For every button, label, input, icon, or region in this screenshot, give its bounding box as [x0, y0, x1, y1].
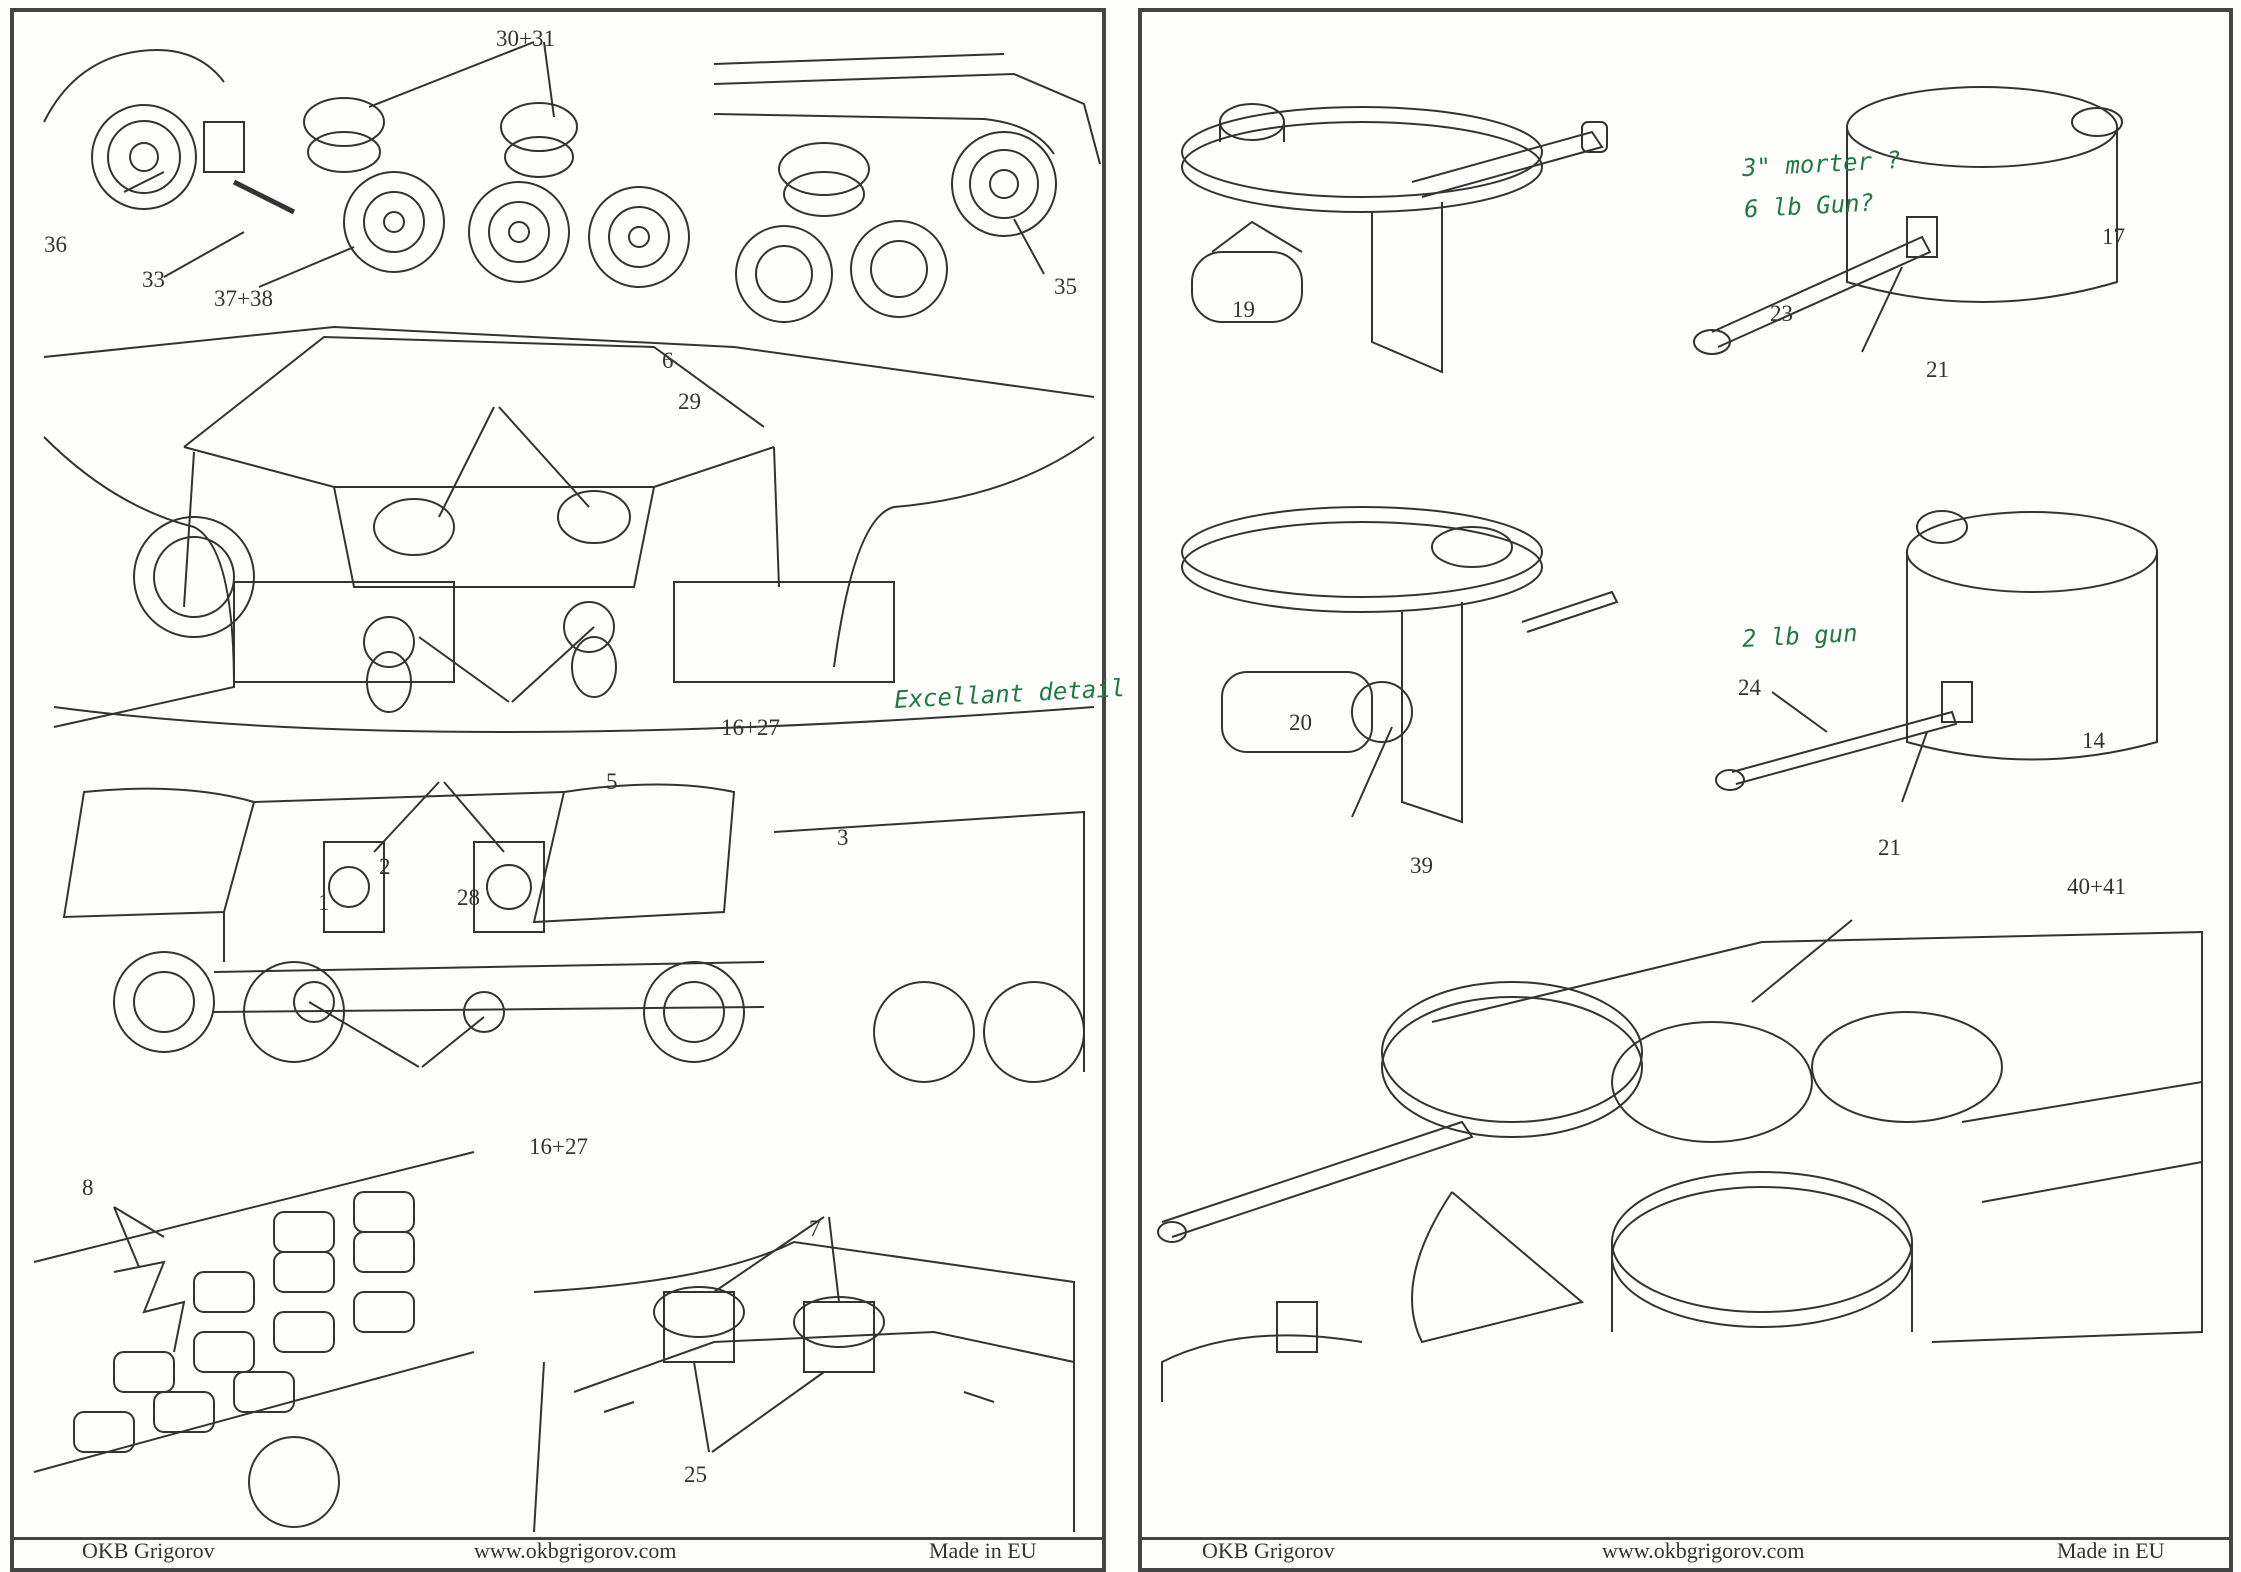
footer-divider: [14, 1537, 1102, 1540]
part-label-20: 20: [1289, 710, 1312, 735]
part-label-36: 36: [44, 232, 67, 257]
part-label-28: 28: [457, 885, 480, 910]
part-label-29: 29: [678, 389, 701, 414]
part-label-2: 2: [379, 854, 391, 879]
hull-top-assembly-illustration: [1157, 919, 2203, 1402]
left-instruction-page: 30+31 36 33 37+38 35 6 29 16+27 5 1 2 28…: [10, 8, 1126, 1572]
track-links-illustration: [33, 1151, 475, 1528]
part-label-17: 17: [2102, 224, 2125, 249]
hatches-illustration: [533, 1216, 1075, 1533]
part-label-33: 33: [142, 267, 165, 292]
footer-divider: [1142, 1537, 2229, 1540]
turret-20-illustration: [1181, 506, 1619, 824]
part-label-19: 19: [1232, 297, 1255, 322]
part-label-6: 6: [662, 348, 674, 373]
footer-website: www.okbgrigorov.com: [1602, 1538, 1805, 1563]
part-label-5: 5: [606, 769, 618, 794]
part-label-37-38: 37+38: [214, 286, 273, 311]
part-label-39: 39: [1410, 853, 1433, 878]
part-label-24: 24: [1738, 675, 1761, 700]
part-label-1: 1: [318, 890, 330, 915]
part-label-21-upper: 21: [1926, 357, 1949, 382]
part-label-21-lower: 21: [1878, 835, 1901, 860]
part-label-16-27-front: 16+27: [529, 1134, 588, 1159]
page-footer: OKB Grigorov www.okbgrigorov.com Made in…: [1142, 1538, 2229, 1566]
footer-website: www.okbgrigorov.com: [474, 1538, 677, 1563]
part-label-40-41: 40+41: [2067, 874, 2126, 899]
page-footer: OKB Grigorov www.okbgrigorov.com Made in…: [14, 1538, 1102, 1566]
part-label-23: 23: [1770, 301, 1793, 326]
part-label-16-27-rear: 16+27: [721, 715, 780, 740]
footer-origin: Made in EU: [929, 1538, 1037, 1563]
footer-origin: Made in EU: [2057, 1538, 2165, 1563]
front-hull-illustration: [62, 781, 1085, 1083]
rear-hull-illustration: [43, 325, 1095, 733]
sprocket-track-illustration: [713, 53, 1101, 323]
part-label-7: 7: [809, 1216, 821, 1241]
right-instruction-page: 19 17 23 21 20 39 24 14 21 40+41 3" mort…: [1138, 8, 2233, 1572]
part-label-25: 25: [684, 1462, 707, 1487]
wheels-suspension-illustration: [43, 41, 690, 288]
part-label-30-31: 30+31: [496, 26, 555, 51]
part-label-8: 8: [82, 1175, 94, 1200]
turret-14-illustration: [1715, 510, 2158, 803]
turret-19-illustration: [1181, 103, 1608, 374]
turret-17-illustration: [1693, 86, 2123, 355]
part-label-35: 35: [1054, 274, 1077, 299]
part-label-14: 14: [2082, 728, 2105, 753]
part-label-3: 3: [837, 825, 849, 850]
footer-brand: OKB Grigorov: [1202, 1538, 1335, 1563]
footer-brand: OKB Grigorov: [82, 1538, 215, 1563]
